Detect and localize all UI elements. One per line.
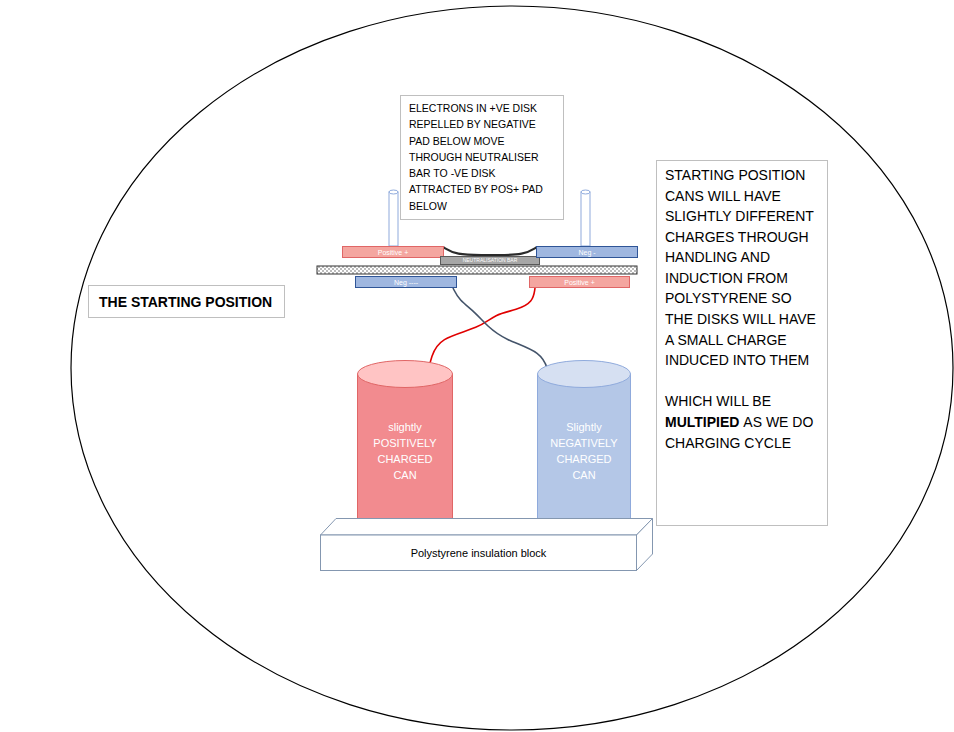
note-text: MULTIPIED [665,412,739,433]
neutraliser-bar: NEUTRALISATION BAR [440,256,540,265]
note-text: STARTING POSITION CANS WILL HAVE SLIGHTL… [665,165,819,371]
negative-pad: Neg ---- [355,276,457,288]
insulation-block-outline [320,518,653,571]
note-text: WHICH WILL BE [665,391,771,412]
positive-can: slightly POSITIVELY CHARGED CAN [357,360,453,536]
positive-disk: Positive + [342,246,444,258]
label-text: NEUTRALISATION BAR [463,258,518,263]
label-text: Positive + [378,249,409,256]
label-text: Positive + [564,279,595,286]
label-text: ELECTRONS IN +VE DISK REPELLED BY NEGATI… [409,100,555,214]
label-text: Polystyrene insulation block [411,547,547,559]
post-left [389,190,398,246]
label-text: Neg - [578,249,595,256]
callout-note: ELECTRONS IN +VE DISK REPELLED BY NEGATI… [400,95,564,220]
neutraliser-curve [443,247,537,255]
insulation-block: Polystyrene insulation block [320,518,653,571]
blue-wire [453,288,548,372]
label-text: Neg ---- [394,279,418,286]
insulating-sheet [317,266,637,274]
can-label-area: slightly POSITIVELY CHARGED CAN [365,420,445,484]
label-text: Slightly NEGATIVELY CHARGED CAN [545,420,623,484]
red-wire [429,288,535,368]
explanation-box: STARTING POSITION CANS WILL HAVE SLIGHTL… [656,160,828,526]
positive-pad: Positive + [529,276,630,288]
post-right [581,190,590,246]
label-text: THE STARTING POSITION [99,295,272,309]
block-label-area: Polystyrene insulation block [320,535,637,571]
negative-disk: Neg - [536,246,638,258]
title-box: THE STARTING POSITION [88,285,285,318]
can-label-area: Slightly NEGATIVELY CHARGED CAN [545,420,623,484]
negative-can: Slightly NEGATIVELY CHARGED CAN [537,360,631,536]
label-text: slightly POSITIVELY CHARGED CAN [365,420,445,484]
outer-ellipse [71,6,953,730]
